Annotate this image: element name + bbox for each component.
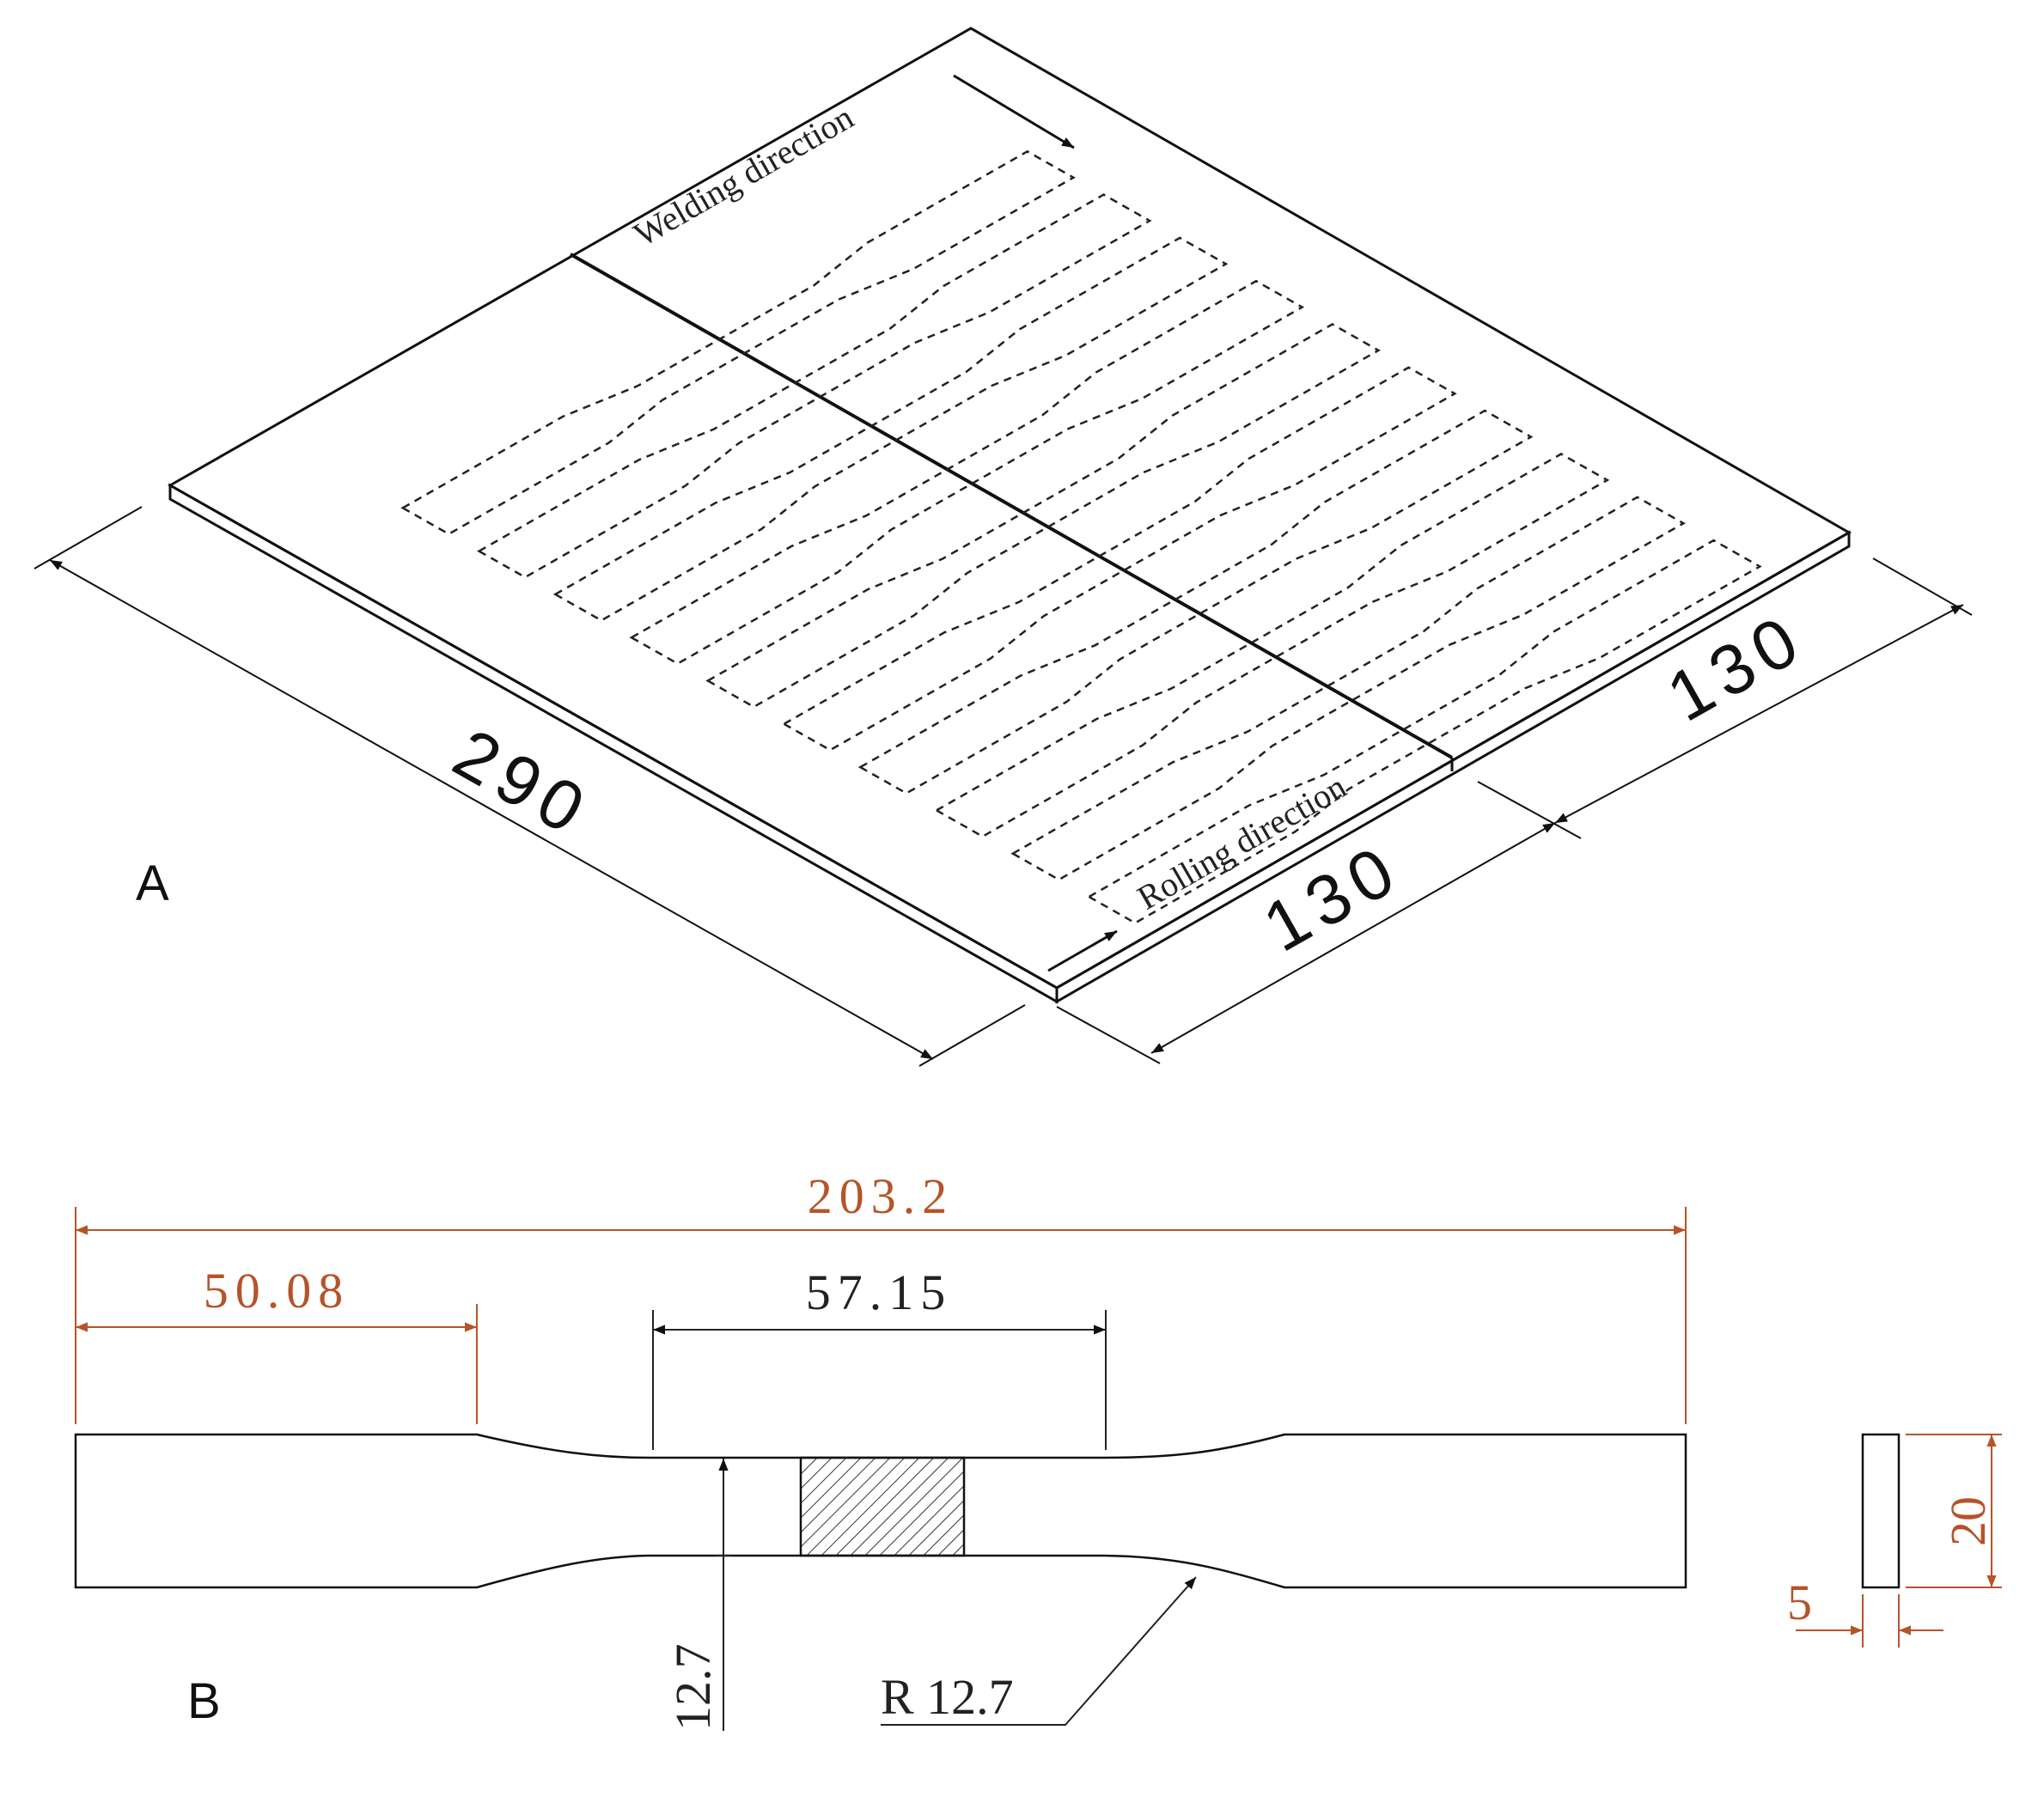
specimen-outline xyxy=(629,279,1305,666)
panel-b: 203.2 50.08 57.15 12.7 R 12.7 20 5 B xyxy=(74,1168,2002,1732)
dim-290-ext-bottom xyxy=(918,1004,1026,1067)
dim-290-label: 290 xyxy=(441,714,604,852)
radius-label: R 12.7 xyxy=(881,1669,1014,1725)
specimen-outline xyxy=(552,236,1229,622)
specimen-outline xyxy=(705,323,1381,709)
specimen-outline xyxy=(857,409,1534,795)
weld-zone-hatch xyxy=(799,1456,966,1557)
panel-b-label: B xyxy=(187,1673,221,1729)
panel-a-label: A xyxy=(136,856,169,911)
specimen-outline xyxy=(476,193,1152,579)
dim-130-front-ext-left xyxy=(1056,1006,1161,1064)
dim-57-label: 57.15 xyxy=(806,1264,953,1320)
plate-top-face xyxy=(167,27,1852,990)
dim-20-label: 20 xyxy=(1940,1496,1996,1546)
dim-50-label: 50.08 xyxy=(204,1263,351,1319)
plate-front-edge xyxy=(168,483,1059,1004)
specimen-outlines xyxy=(400,149,1762,924)
radius-leader-line xyxy=(881,1576,1197,1726)
welding-direction-arrow xyxy=(953,74,1075,149)
panel-a: Welding direction Rolling direction 290 … xyxy=(34,27,1973,1067)
welding-direction-label: Welding direction xyxy=(627,97,860,253)
dim-130-right-line xyxy=(1554,604,1964,824)
specimen-outline xyxy=(400,149,1076,536)
tensile-specimen-outline xyxy=(74,1433,1687,1589)
cross-section xyxy=(1861,1433,1901,1589)
rolling-direction-arrow xyxy=(1047,929,1118,972)
dim-203-label: 203.2 xyxy=(808,1168,955,1224)
dim-130-front-ext-right xyxy=(1477,781,1582,839)
weld-line xyxy=(570,253,1453,759)
specimen-outline xyxy=(934,453,1610,838)
dim-130-front-label: 130 xyxy=(1251,828,1414,966)
dim-5-label: 5 xyxy=(1787,1575,1812,1630)
dim-130-right-label: 130 xyxy=(1655,598,1818,736)
dim-12-label: 12.7 xyxy=(665,1644,721,1732)
dim-290-ext-top xyxy=(34,506,143,570)
dim-130-front-line xyxy=(1150,822,1556,1054)
specimen-outline xyxy=(781,366,1457,752)
dim-290-line xyxy=(49,559,934,1060)
dim-130-right-ext xyxy=(1872,557,1973,616)
specimen-outline xyxy=(1010,496,1686,881)
